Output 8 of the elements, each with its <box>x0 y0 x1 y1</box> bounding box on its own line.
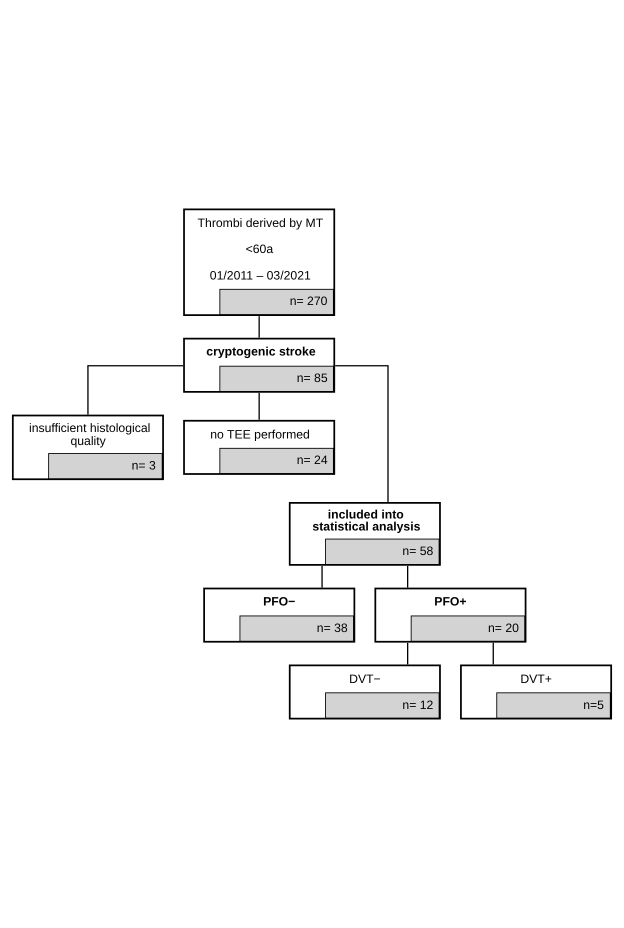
connector <box>335 365 389 502</box>
connector <box>258 316 260 338</box>
connector <box>321 566 323 588</box>
connector <box>492 642 494 664</box>
connector <box>258 392 260 420</box>
connector <box>87 365 184 414</box>
connector <box>407 566 408 588</box>
connector <box>407 642 408 664</box>
